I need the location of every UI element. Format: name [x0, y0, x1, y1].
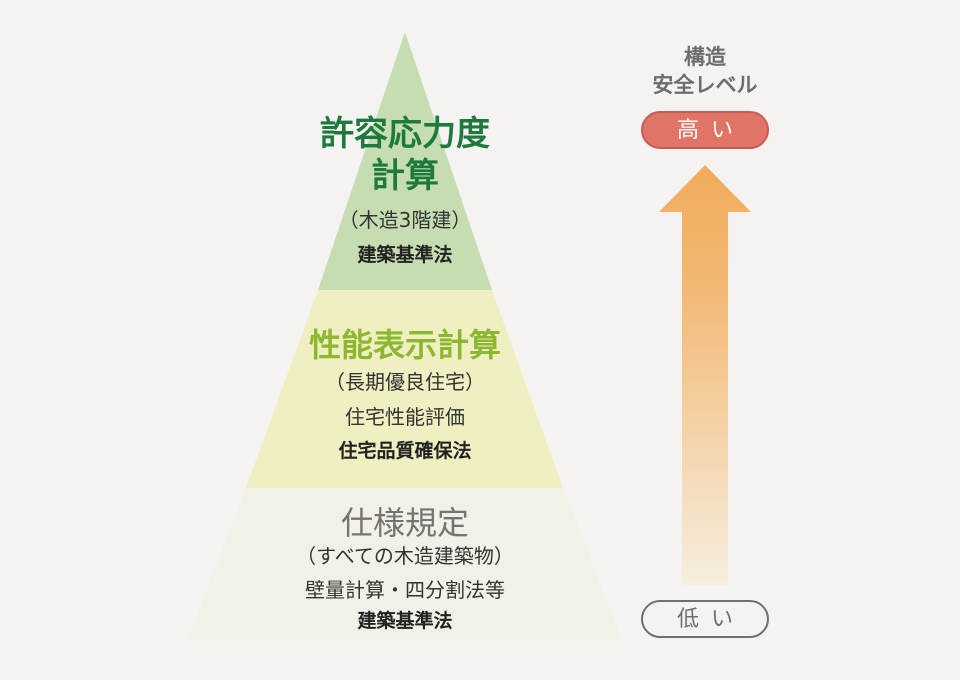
- pyramid-tier-top: [318, 32, 492, 290]
- tier-middle-method: 住宅性能評価: [345, 405, 465, 429]
- tier-bottom-title: 仕様規定: [340, 504, 469, 542]
- scale-label-1: 構造: [684, 45, 726, 69]
- up-arrow-icon: [659, 165, 751, 585]
- low-level-badge: 低い: [641, 600, 769, 638]
- tier-middle-law: 住宅品質確保法: [338, 440, 472, 462]
- high-level-badge: 高い: [641, 111, 769, 149]
- tier-top-title-1: 許容応力度: [320, 114, 490, 154]
- pyramid-tier-middle: [246, 290, 563, 488]
- tier-top-law: 建築基準法: [357, 244, 453, 266]
- tier-bottom-scope: （すべての木造建築物）: [296, 544, 514, 568]
- tier-bottom-method: 壁量計算・四分割法等: [305, 578, 505, 602]
- tier-top-scope: （木造3階建）: [338, 208, 472, 232]
- pyramid-tier-bottom: [188, 488, 622, 640]
- tier-top-title-2: 計算: [371, 156, 439, 196]
- tier-bottom-law: 建築基準法: [357, 610, 453, 632]
- scale-label-2: 安全レベル: [652, 73, 758, 97]
- tier-middle-title: 性能表示計算: [308, 326, 501, 364]
- tier-middle-scope: （長期優良住宅）: [325, 370, 485, 394]
